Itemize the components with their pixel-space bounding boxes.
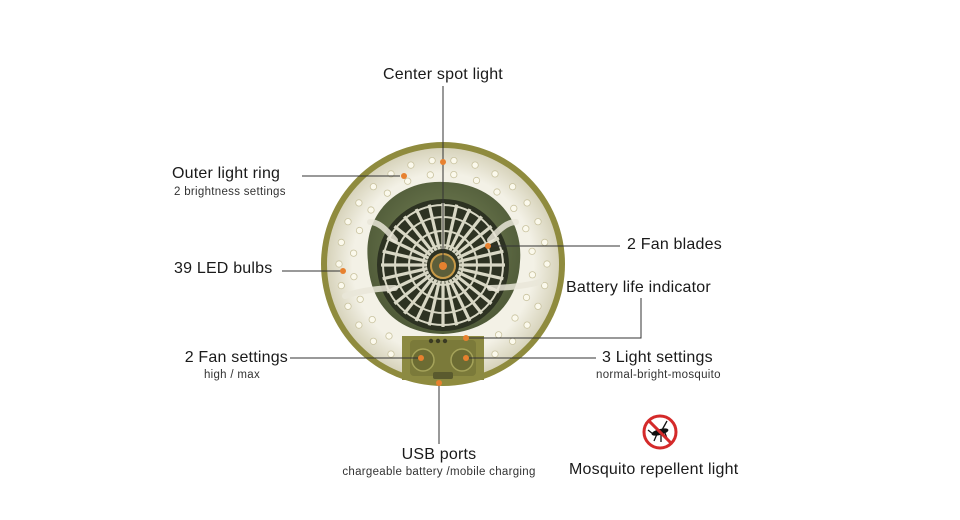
led-bulb [369,337,377,345]
fan-blades-label: 2 Fan blades [627,236,722,253]
led-bulb [350,273,358,281]
led-bulb [407,161,415,169]
light-settings-sublabel: normal-bright-mosquito [596,369,721,381]
led-bulb [335,260,343,268]
led-bulb [450,171,458,179]
battery-indicator-label: Battery life indicator [566,279,711,296]
led-bulb [491,350,499,358]
fan-housing [367,181,521,334]
led-bulb [534,302,542,310]
led-bulb [367,206,375,214]
led-bulb [508,337,517,345]
led-bulb [426,171,434,179]
led-bulb [368,315,376,324]
led-bulb [522,225,530,233]
led-bulb [523,199,531,207]
led-bulb [355,226,364,235]
led-bulb [534,218,542,226]
led-bulb [404,177,412,185]
battery-indicator-led [442,338,448,344]
led-bulb [541,281,549,290]
led-bulb [528,271,537,279]
usb-ports-label: USB ports [401,446,477,463]
led-bulb [344,302,352,310]
mosquito-light-label: Mosquito repellent light [569,461,739,478]
led-bulb [523,321,531,329]
led-bulb [385,332,393,340]
led-bulb [471,161,479,169]
led-bulb [369,183,377,191]
led-bulb [450,157,458,165]
led-bulb [541,238,549,246]
fan-settings-sublabel: high / max [203,369,260,381]
airflow-arrows [342,219,543,299]
led-bulb [472,176,481,185]
led-bulb [344,218,352,226]
leader-lines [282,86,642,444]
led-bulb [511,314,519,322]
led-bulb [522,293,531,302]
callout-markers [340,159,491,386]
center-spot-light-label: Center spot light [383,66,503,83]
led-bulb [387,350,395,358]
led-bulb [383,189,391,197]
led-bulb [356,295,364,303]
led-bulb [337,238,345,246]
led-bulbs-ring [335,157,551,358]
led-bulb [494,331,503,339]
led-bulb [493,188,501,196]
light-settings-button[interactable] [450,348,474,372]
led-bulb [491,170,499,178]
light-settings-label: 3 Light settings [602,349,713,366]
led-bulb [355,199,363,207]
led-bulbs-label: 39 LED bulbs [174,260,273,277]
led-bulb [528,247,536,255]
led-bulb [355,321,363,329]
usb-ports-sublabel: chargeable battery /mobile charging [342,466,536,478]
led-bulb [337,281,345,290]
led-bulb [349,249,358,257]
led-bulb [508,183,517,191]
usb-port [433,372,453,379]
mosquito-no-icon [642,414,678,450]
outer-light-ring-label: Outer light ring [172,165,281,182]
battery-indicator-led [435,338,441,344]
led-bulb [428,157,436,165]
battery-indicator-led [428,338,434,344]
fan-settings-label: 2 Fan settings [184,349,288,366]
led-bulb [510,204,518,212]
outer-light-ring-sublabel: 2 brightness settings [174,186,286,198]
led-bulb [543,260,551,268]
